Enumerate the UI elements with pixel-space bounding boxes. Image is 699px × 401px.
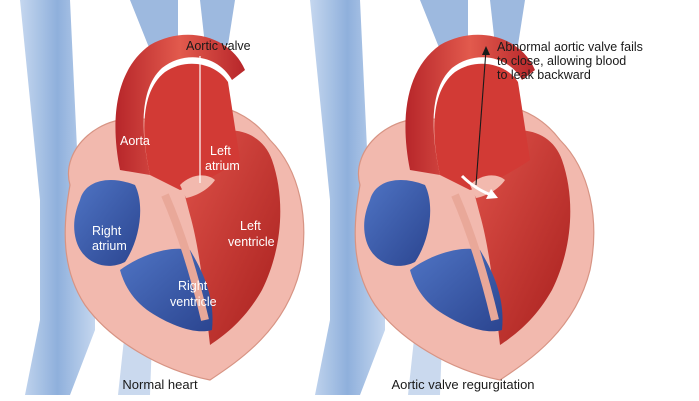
left-atrium-label-1: Left: [210, 144, 231, 158]
regurgitation-panel: Abnormal aortic valve fails to close, al…: [310, 0, 643, 395]
right-atrium-label-2: atrium: [92, 239, 127, 253]
callout-leader: [475, 49, 487, 186]
right-atrium-label-1: Right: [92, 224, 122, 238]
right-ventricle-label-2: ventricle: [170, 295, 217, 309]
normal-heart-illustration: [20, 0, 304, 395]
callout-line-1: Abnormal aortic valve fails: [497, 40, 643, 54]
right-ventricle-label-1: Right: [178, 279, 208, 293]
callout-line-2: to close, allowing blood: [497, 54, 626, 68]
callout-line-3: to leak backward: [497, 68, 591, 82]
aortic-valve-label: Aortic valve: [186, 39, 251, 53]
left-ventricle-label-1: Left: [240, 219, 261, 233]
callout-pointer-icon: [482, 46, 490, 55]
left-ventricle-label-2: ventricle: [228, 235, 275, 249]
aorta-label: Aorta: [120, 134, 150, 148]
normal-heart-caption: Normal heart: [122, 377, 198, 392]
backflow-arrowhead-icon: [486, 189, 498, 199]
left-atrium-label-2: atrium: [205, 159, 240, 173]
regurgitation-caption: Aortic valve regurgitation: [391, 377, 534, 392]
normal-heart-panel: Aortic valve Aorta Left atrium Right atr…: [20, 0, 304, 395]
